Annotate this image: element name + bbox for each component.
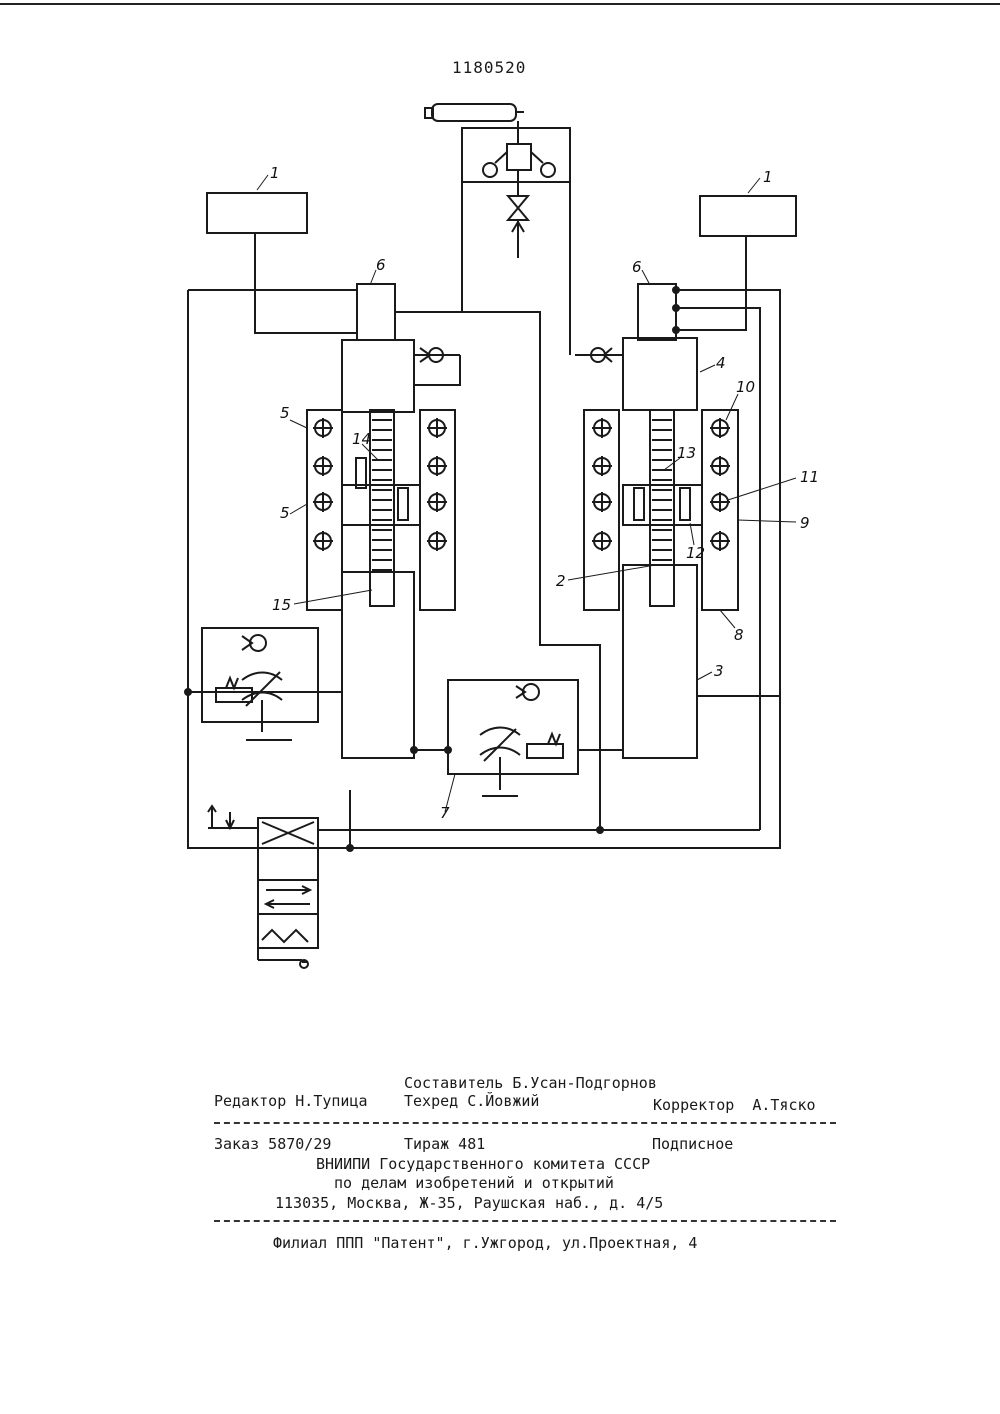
label-4: 4 <box>716 354 726 372</box>
hydraulic-schematic: 1 1 6 6 4 10 5 5 14 13 11 9 12 2 15 8 3 … <box>0 0 1000 1000</box>
label-5-top: 5 <box>280 404 290 422</box>
editor-line: Редактор Н.Тупица <box>214 1092 368 1110</box>
label-6-right: 6 <box>632 258 642 276</box>
order-line: Заказ 5870/29 <box>214 1135 331 1153</box>
label-5-bottom: 5 <box>280 504 290 522</box>
directional-valve <box>208 806 318 968</box>
separator-bottom <box>214 1220 836 1222</box>
pressure-relief-block <box>462 121 570 258</box>
label-8: 8 <box>734 626 744 644</box>
pipes <box>188 182 780 848</box>
label-12: 12 <box>686 544 705 562</box>
label-14: 14 <box>352 430 371 448</box>
institute-address: 113035, Москва, Ж-35, Раушская наб., д. … <box>275 1194 663 1212</box>
label-1-right: 1 <box>763 168 773 186</box>
techred-line: Техред С.Йовжий <box>404 1092 539 1110</box>
check-valve-left <box>414 348 460 362</box>
label-10: 10 <box>736 378 755 396</box>
compiler-line: Составитель Б.Усан-Подгорнов <box>404 1074 657 1092</box>
subscription-line: Подписное <box>652 1135 733 1153</box>
throttle-valve-left <box>202 628 318 740</box>
power-unit-left <box>207 193 307 233</box>
throttle-valve-7 <box>448 680 578 796</box>
institute-line-1: ВНИИПИ Государственного комитета СССР <box>316 1155 650 1173</box>
label-13: 13 <box>677 444 696 462</box>
junctions <box>185 287 679 851</box>
check-valve-right <box>575 348 623 362</box>
label-7: 7 <box>440 804 450 822</box>
label-2: 2 <box>556 572 566 590</box>
branch-line: Филиал ППП "Патент", г.Ужгород, ул.Проек… <box>273 1234 697 1252</box>
power-unit-right <box>700 196 796 236</box>
accumulator-cylinder <box>425 104 524 121</box>
circulation-line: Тираж 481 <box>404 1135 485 1153</box>
corrector-line: Корректор А.Тяско <box>653 1096 816 1114</box>
label-3: 3 <box>714 662 724 680</box>
figure-labels: 1 1 6 6 4 10 5 5 14 13 11 9 12 2 15 8 3 … <box>270 164 819 822</box>
label-1-left: 1 <box>270 164 280 182</box>
label-9: 9 <box>800 514 810 532</box>
separator-top <box>214 1122 836 1124</box>
label-11: 11 <box>800 468 819 486</box>
label-15: 15 <box>272 596 291 614</box>
label-6-left: 6 <box>376 256 386 274</box>
leader-lines <box>257 175 796 812</box>
institute-line-2: по делам изобретений и открытий <box>334 1174 614 1192</box>
